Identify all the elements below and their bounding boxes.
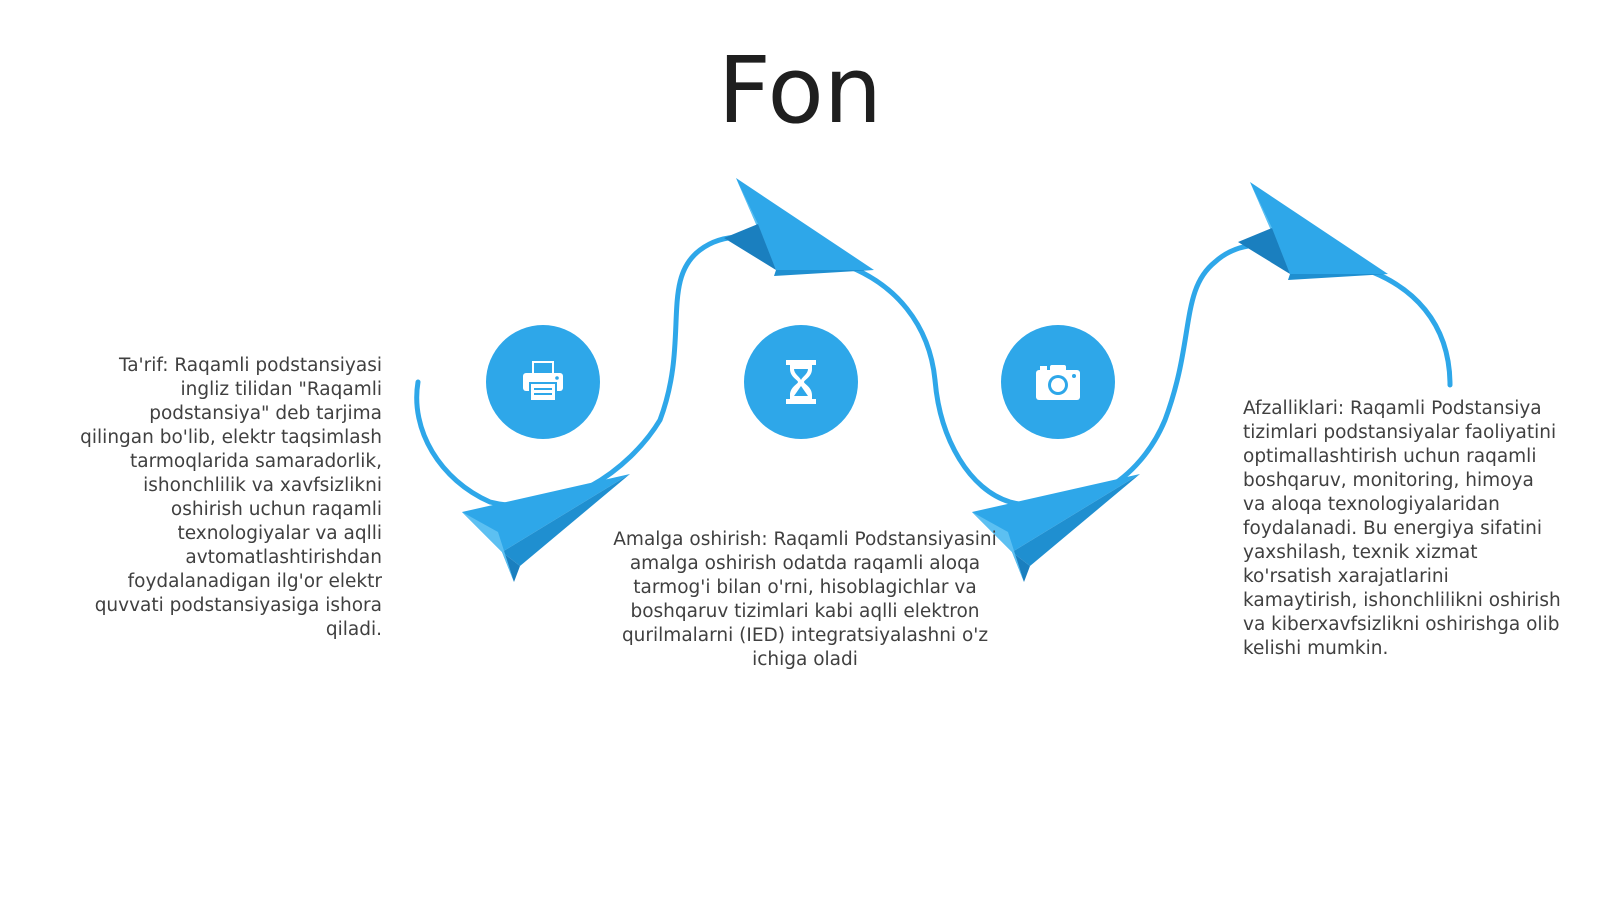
hourglass-circle — [744, 325, 858, 439]
paper-plane-icon — [1238, 182, 1388, 280]
camera-icon — [1036, 365, 1080, 400]
paper-plane-icon — [972, 474, 1140, 582]
printer-icon — [523, 361, 563, 402]
printer-circle — [486, 325, 600, 439]
wave-line — [414, 234, 1453, 509]
paper-plane-icon — [462, 474, 630, 582]
definition-text: Ta'rif: Raqamli podstansiyasi ingliz til… — [80, 355, 382, 640]
implementation-text: Amalga oshirish: Raqamli Podstansiyasini… — [613, 529, 997, 670]
advantages-text: Afzalliklari: Raqamli Podstansiya tiziml… — [1243, 398, 1561, 659]
paper-plane-icon — [724, 178, 874, 276]
slide-title: Fon — [717, 37, 883, 144]
hourglass-icon — [786, 360, 816, 404]
camera-circle — [1001, 325, 1115, 439]
